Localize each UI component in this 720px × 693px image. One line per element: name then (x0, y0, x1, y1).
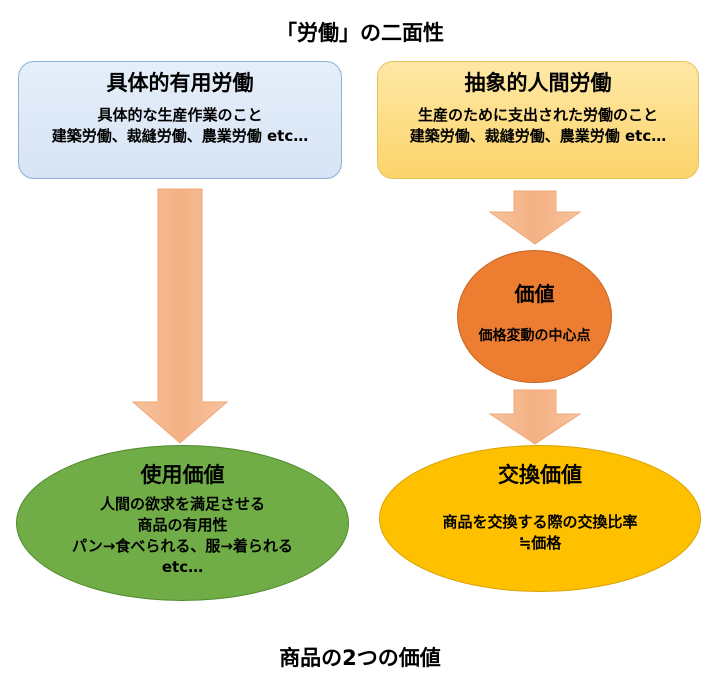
concrete-useful-labor-box: 具体的有用労働 具体的な生産作業のこと 建築労働、裁縫労働、農業労働 etc… (18, 61, 342, 179)
use-value-title: 使用価値 (140, 463, 225, 487)
value-ellipse: 価値 価格変動の中心点 (457, 250, 612, 383)
use-value-line-4: etc… (161, 558, 204, 576)
value-description: 価格変動の中心点 (478, 328, 591, 344)
diagram-caption: 商品の2つの価値 (279, 646, 441, 670)
exchange-value-line-1: 商品を交換する際の交換比率 (442, 513, 638, 531)
down-arrow-abstract-to-value (488, 190, 582, 245)
value-title: 価値 (514, 282, 555, 306)
use-value-line-1: 人間の欲求を満足させる (99, 495, 265, 513)
use-value-ellipse: 使用価値 人間の欲求を満足させる 商品の有用性 パン→食べられる、服→着られる … (16, 445, 349, 601)
exchange-value-title: 交換価値 (498, 463, 582, 487)
abstract-labor-examples: 建築労働、裁縫労働、農業労働 etc… (409, 127, 667, 145)
exchange-value-line-2: ≒価格 (518, 534, 562, 552)
diagram-title: 「労働」の二面性 (276, 21, 444, 45)
exchange-value-ellipse: 交換価値 商品を交換する際の交換比率 ≒価格 (379, 445, 701, 592)
abstract-labor-description: 生産のために支出された労働のこと (417, 106, 658, 124)
down-arrow-value-to-exchange-value (488, 389, 582, 445)
concrete-labor-description: 具体的な生産作業のこと (97, 106, 263, 124)
concrete-labor-examples: 建築労働、裁縫労働、農業労働 etc… (51, 127, 309, 145)
abstract-human-labor-box: 抽象的人間労働 生産のために支出された労働のこと 建築労働、裁縫労働、農業労働 … (377, 61, 699, 179)
use-value-line-3: パン→食べられる、服→着られる (72, 537, 293, 555)
use-value-line-2: 商品の有用性 (137, 516, 228, 534)
down-arrow-concrete-to-use-value (131, 188, 229, 444)
concrete-labor-title: 具体的有用労働 (106, 71, 254, 95)
abstract-labor-title: 抽象的人間労働 (464, 71, 612, 95)
